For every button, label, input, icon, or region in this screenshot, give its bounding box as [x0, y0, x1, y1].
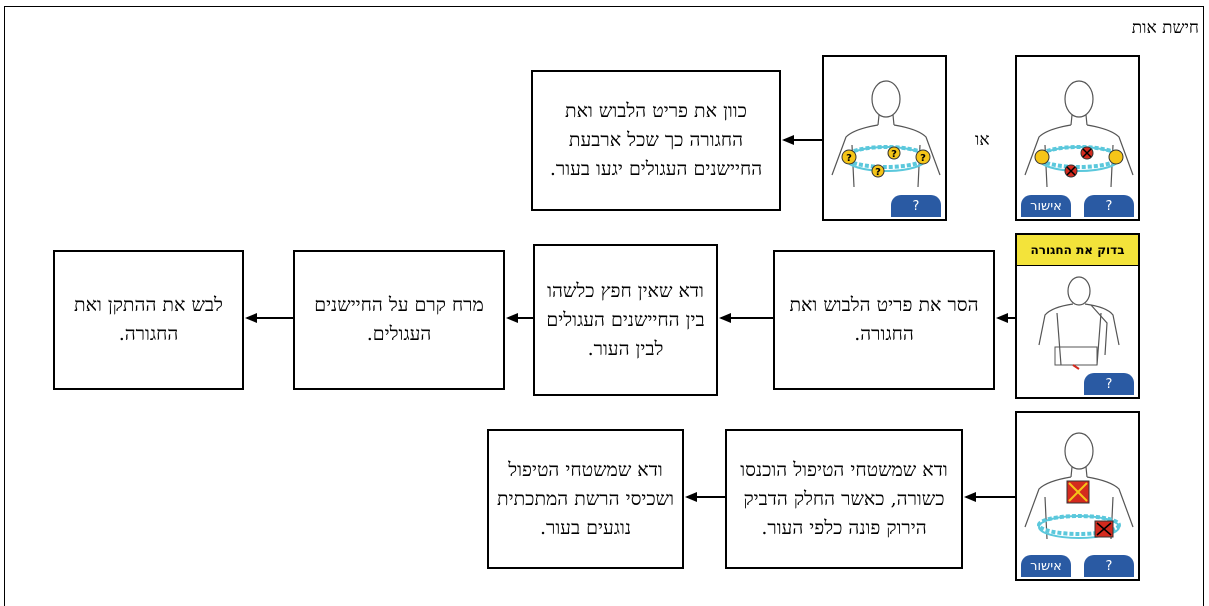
screen-sensor-error: אישור ?	[1015, 55, 1140, 221]
screen-electrode-error: אישור ?	[1015, 411, 1140, 581]
step-text: מרח קרם על החיישנים העגולים.	[314, 294, 484, 345]
check-belt-banner: בדוק את החגורה	[1017, 235, 1138, 266]
step-wear-device: לבש את ההתקן ואת החגורה.	[53, 250, 244, 390]
step-check-no-object: ודא שאין חפץ כלשהו בין החיישנים העגולים …	[533, 244, 718, 396]
svg-text:?: ?	[846, 153, 852, 164]
step-text: ודא שאין חפץ כלשהו בין החיישנים העגולים …	[546, 279, 705, 360]
screen-sensor-question: ???? ?	[822, 55, 947, 221]
step-align-sensors: כוון את פריט הלבוש ואת החגורה כך שכל ארב…	[531, 70, 781, 211]
step-remove-garment: הסר את פריט הלבוש ואת החגורה.	[773, 250, 995, 390]
svg-text:?: ?	[875, 167, 881, 178]
help-button[interactable]: ?	[891, 195, 941, 217]
figure-illustration	[1024, 432, 1134, 540]
confirm-button[interactable]: אישור	[1021, 195, 1071, 217]
step-text: ודא שמשטחי הטיפול ושכיסי הרשת המתכתית נו…	[497, 458, 674, 539]
step-text: ודא שמשטחי הטיפול הוכנסו כשורה, כאשר החל…	[740, 458, 948, 539]
figure-illustration	[1038, 276, 1120, 370]
step-text: כוון את פריט הלבוש ואת החגורה כך שכל ארב…	[549, 100, 763, 180]
svg-text:?: ?	[891, 149, 897, 160]
step-check-electrodes: ודא שמשטחי הטיפול הוכנסו כשורה, כאשר החל…	[725, 429, 963, 569]
step-apply-cream: מרח קרם על החיישנים העגולים.	[293, 250, 505, 390]
or-connector: או	[975, 130, 990, 150]
figure-illustration	[1024, 80, 1134, 188]
step-check-electrodes-mesh: ודא שמשטחי הטיפול ושכיסי הרשת המתכתית נו…	[487, 429, 684, 569]
step-text: הסר את פריט הלבוש ואת החגורה.	[789, 294, 979, 345]
help-button[interactable]: ?	[1084, 555, 1134, 577]
figure-illustration: ????	[831, 80, 941, 188]
help-button[interactable]: ?	[1084, 195, 1134, 217]
screen-check-belt: בדוק את החגורה ?	[1015, 233, 1140, 399]
diagram-title: חישת אות	[1131, 18, 1199, 38]
help-button[interactable]: ?	[1084, 373, 1134, 395]
svg-text:?: ?	[920, 153, 926, 164]
diagram-frame	[4, 6, 1204, 606]
confirm-button[interactable]: אישור	[1021, 555, 1071, 577]
step-text: לבש את ההתקן ואת החגורה.	[74, 294, 223, 345]
